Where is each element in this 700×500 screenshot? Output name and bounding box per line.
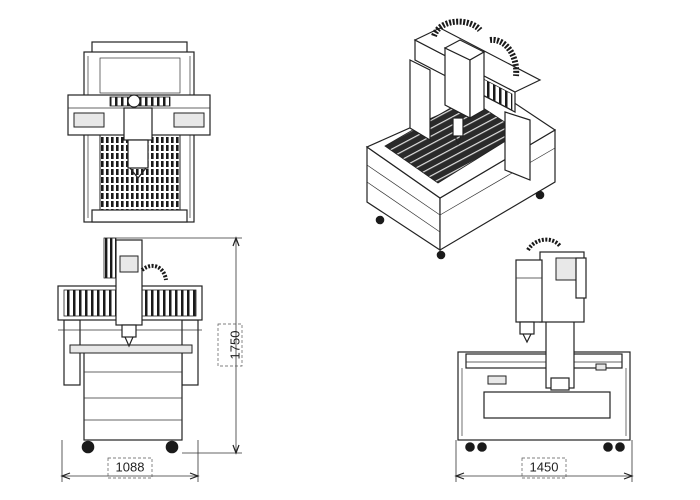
side-width-dimension-label: 1450 <box>530 459 559 474</box>
front-width-dimension-label: 1088 <box>116 459 145 474</box>
side-view: 1450 <box>454 237 634 482</box>
isometric-view <box>365 18 557 260</box>
top-view <box>67 41 211 223</box>
height-dimension-label: 1750 <box>227 331 242 360</box>
front-view: 1750 1088 <box>57 236 242 482</box>
